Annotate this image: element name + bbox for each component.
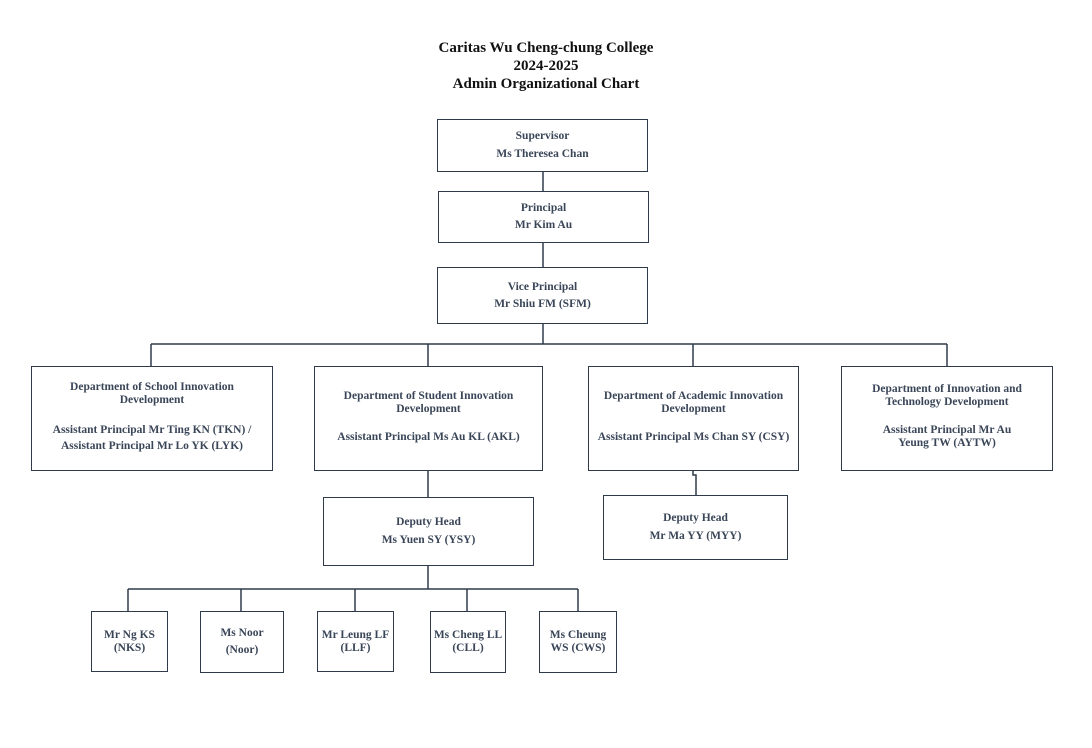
department-name: Department of Student Innovation Develop… <box>343 390 514 415</box>
staff-box-nks: Mr Ng KS (NKS) <box>91 611 168 672</box>
staff-box-cll: Ms Cheng LL (CLL) <box>430 611 506 673</box>
staff-code: (NKS) <box>113 641 146 654</box>
connector-dept3-deputy <box>692 471 697 495</box>
staff-name: Ms Cheng LL <box>433 629 503 641</box>
deputy-head-box-ysy: Deputy Head Ms Yuen SY (YSY) <box>323 497 534 566</box>
staff-box-llf: Mr Leung LF (LLF) <box>317 611 394 672</box>
staff-name: Mr Ng KS <box>104 628 155 641</box>
department-box-school-innovation: Department of School Innovation Developm… <box>31 366 273 471</box>
chart-title: Admin Organizational Chart <box>452 76 640 92</box>
deputy-head-name: Ms Yuen SY (YSY) <box>381 534 476 546</box>
staff-box-cws: Ms Cheung WS (CWS) <box>539 611 617 673</box>
department-head-line1: Assistant Principal Mr Au Yeung TW (AYTW… <box>882 424 1012 449</box>
principal-box: Principal Mr Kim Au <box>438 191 649 243</box>
deputy-head-role: Deputy Head <box>396 516 461 528</box>
supervisor-role: Supervisor <box>515 130 570 142</box>
school-year: 2024-2025 <box>513 58 579 74</box>
vice-principal-role: Vice Principal <box>507 280 578 293</box>
staff-box-noor: Ms Noor (Noor) <box>200 611 284 673</box>
staff-name: Mr Leung LF <box>321 628 390 641</box>
deputy-head-role: Deputy Head <box>663 512 728 524</box>
principal-name: Mr Kim Au <box>514 219 573 231</box>
staff-code: (LLF) <box>340 641 371 654</box>
department-box-academic-innovation: Department of Academic Innovation Develo… <box>588 366 799 471</box>
department-name: Department of Innovation and Technology … <box>872 383 1022 408</box>
supervisor-name: Ms Theresea Chan <box>496 148 589 160</box>
staff-code: (CLL) <box>452 642 484 654</box>
supervisor-box: Supervisor Ms Theresea Chan <box>437 119 648 172</box>
staff-code: (Noor) <box>225 644 259 656</box>
principal-role: Principal <box>520 202 567 214</box>
staff-name: Ms Cheung <box>549 629 607 641</box>
vice-principal-box: Vice Principal Mr Shiu FM (SFM) <box>437 267 648 324</box>
department-box-student-innovation: Department of Student Innovation Develop… <box>314 366 543 471</box>
vice-principal-name: Mr Shiu FM (SFM) <box>494 297 591 310</box>
staff-code: WS (CWS) <box>550 642 606 654</box>
school-name: Caritas Wu Cheng-chung College <box>438 40 654 56</box>
department-name: Department of School Innovation Developm… <box>70 381 234 406</box>
department-head-line2: Assistant Principal Mr Lo YK (LYK) <box>61 440 243 452</box>
department-head-line1: Assistant Principal Ms Chan SY (CSY) <box>597 431 790 443</box>
department-head-line1: Assistant Principal Mr Ting KN (TKN) / <box>52 424 252 436</box>
department-head-line1: Assistant Principal Ms Au KL (AKL) <box>337 431 520 443</box>
department-box-innovation-technology: Department of Innovation and Technology … <box>841 366 1053 471</box>
deputy-head-name: Mr Ma YY (MYY) <box>649 530 742 542</box>
department-name: Department of Academic Innovation Develo… <box>603 390 784 415</box>
deputy-head-box-myy: Deputy Head Mr Ma YY (MYY) <box>603 495 788 560</box>
staff-name: Ms Noor <box>220 627 264 639</box>
